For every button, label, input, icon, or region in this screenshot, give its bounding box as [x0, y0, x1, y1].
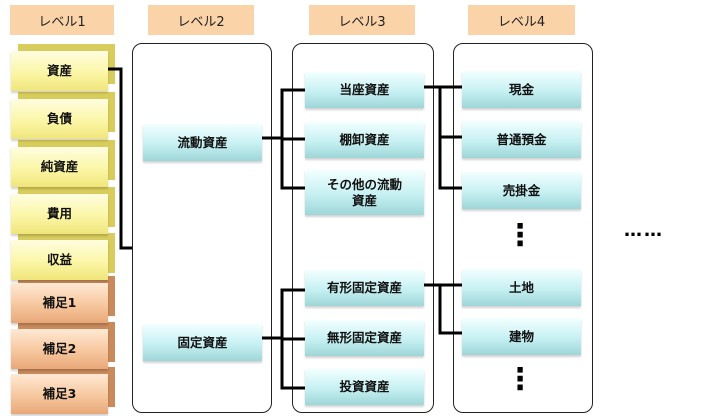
header-level3: レベル3	[309, 5, 415, 35]
level1-revenue: 収益	[11, 233, 115, 280]
level4-building: 建物	[462, 311, 588, 355]
level4-accounts-receivable: 売掛金	[462, 165, 588, 209]
level1-supplement-1: 補足1	[11, 276, 115, 323]
level1-net-asset: 純資産	[11, 140, 115, 187]
header-level4: レベル4	[468, 5, 575, 35]
ellipsis-more-levels: ……	[624, 220, 664, 241]
level3-investment-assets: 投資資産	[305, 362, 431, 405]
level3-other-current-assets: その他の流動資産	[305, 163, 431, 215]
level2-fixed-assets: 固定資産	[143, 317, 269, 361]
level3-tangible-fixed-assets: 有形固定資産	[305, 263, 431, 306]
level1-liability: 負債	[11, 92, 115, 139]
header-level1: レベル1	[10, 5, 114, 35]
level4-cash: 現金	[462, 64, 588, 108]
level1-asset: 資産	[11, 44, 115, 91]
level2-current-assets: 流動資産	[143, 117, 269, 161]
level4-land: 土地	[462, 262, 588, 306]
ellipsis-level4-tangible: ⋮	[505, 362, 537, 397]
level4-ordinary-deposit: 普通預金	[462, 114, 588, 158]
level1-supplement-2: 補足2	[11, 322, 115, 369]
header-level2: レベル2	[148, 5, 254, 35]
level1-supplement-3: 補足3	[11, 367, 115, 414]
ellipsis-level4-quick: ⋮	[505, 218, 537, 253]
level3-inventory: 棚卸資産	[305, 115, 431, 158]
level3-quick-assets: 当座資産	[305, 65, 431, 108]
level3-intangible-fixed-assets: 無形固定資産	[305, 313, 431, 356]
level1-expense: 費用	[11, 187, 115, 234]
